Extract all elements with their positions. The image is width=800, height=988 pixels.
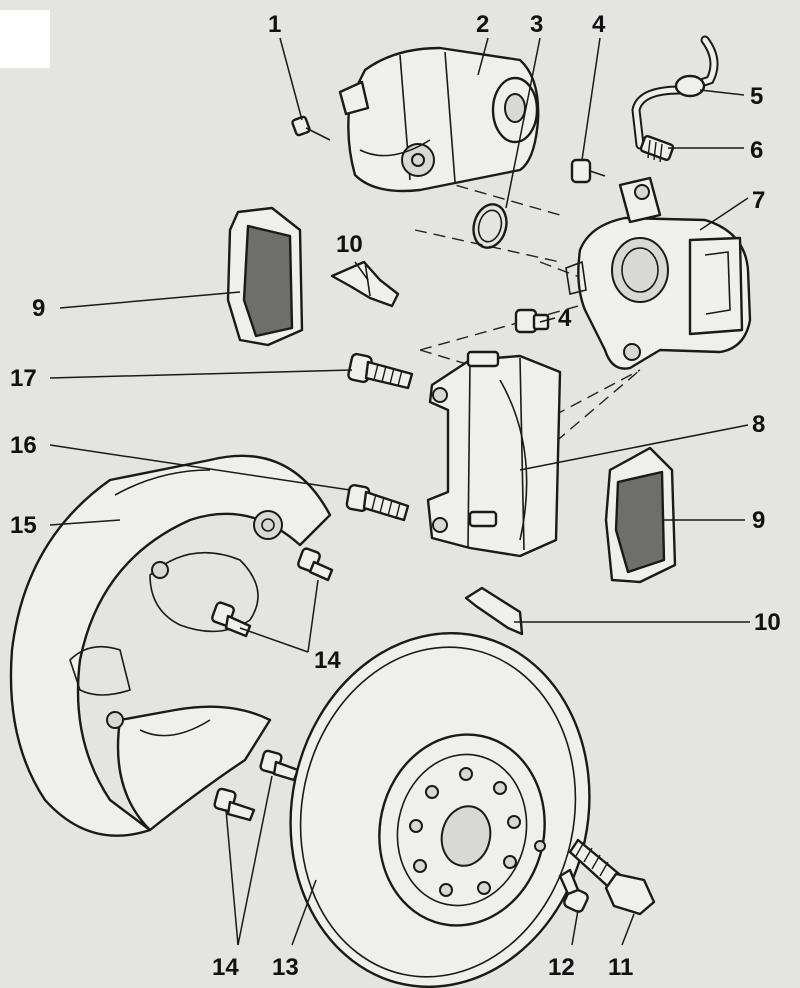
label-4-upper: 4 (592, 11, 606, 38)
screw-1 (291, 115, 331, 141)
shield-bolt-lower-left (213, 787, 256, 822)
caliper-carrier (426, 350, 562, 558)
label-1: 1 (268, 11, 281, 38)
part-labels: 1 2 3 4 4 5 6 7 8 9 9 10 10 11 12 13 14 … (10, 11, 781, 981)
guide-bolt-17 (347, 352, 414, 390)
brake-pad-right (604, 446, 677, 584)
label-17: 17 (10, 365, 37, 392)
disc-screw (558, 868, 589, 913)
actuator-motor (338, 46, 540, 193)
splash-shield (9, 454, 332, 837)
label-15: 15 (10, 512, 37, 539)
label-4-lower: 4 (558, 305, 572, 332)
label-12: 12 (548, 954, 575, 981)
label-3: 3 (530, 11, 543, 38)
bolt-4-upper (570, 158, 606, 184)
label-9-right: 9 (752, 507, 765, 534)
label-8: 8 (752, 411, 765, 438)
spring-clip-upper (330, 260, 400, 308)
guide-bolt-16 (345, 484, 410, 522)
label-14-lower: 14 (212, 954, 239, 981)
leader-lines (49, 37, 750, 946)
shield-bolt-upper-right (297, 547, 334, 582)
label-11: 11 (608, 954, 633, 981)
label-10-lower: 10 (754, 609, 781, 636)
wheel-bolt (568, 838, 656, 916)
label-13: 13 (272, 954, 299, 981)
label-5: 5 (750, 83, 763, 110)
brake-hose (631, 35, 719, 150)
brake-disc (289, 631, 591, 988)
label-16: 16 (10, 432, 37, 459)
label-9-left: 9 (32, 295, 45, 322)
label-2: 2 (476, 11, 489, 38)
o-ring (472, 203, 508, 249)
label-7: 7 (752, 187, 765, 214)
caliper-housing (565, 176, 752, 370)
label-10-upper: 10 (336, 231, 363, 258)
brake-pad-left (226, 206, 304, 347)
shield-bolt-lower-right (259, 749, 300, 782)
label-6: 6 (750, 137, 763, 164)
bleeder-valve (639, 134, 675, 163)
label-14-upper: 14 (314, 647, 341, 674)
shield-bolt-upper-left (211, 601, 252, 638)
spring-clip-lower (464, 586, 524, 636)
white-corner-patch (0, 10, 50, 68)
